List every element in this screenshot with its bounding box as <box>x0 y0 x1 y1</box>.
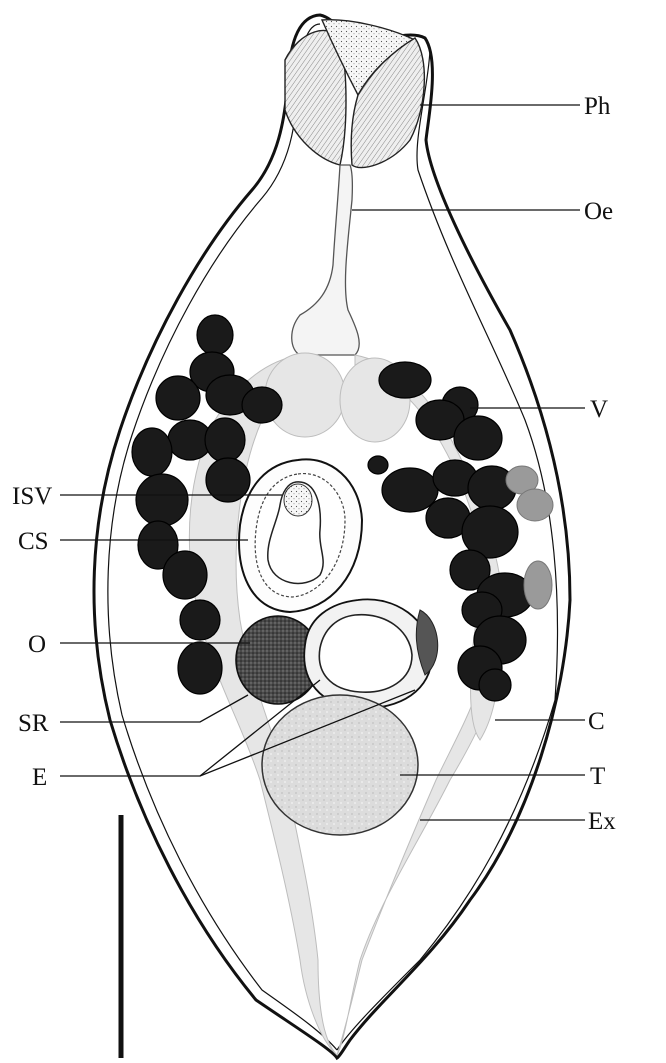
label-excretory-vesicle: Ex <box>588 808 616 835</box>
testis <box>262 695 418 835</box>
label-cirrus-sac: CS <box>18 528 49 555</box>
label-ovary: O <box>28 631 46 658</box>
eggs <box>304 599 437 708</box>
label-seminal-receptacle: SR <box>18 710 49 737</box>
label-pharynx: Ph <box>584 93 611 120</box>
cirrus-sac <box>239 459 362 612</box>
label-caeca: C <box>588 708 605 735</box>
pharynx <box>285 20 424 168</box>
label-internal-seminal-vesicle: ISV <box>12 483 52 510</box>
label-eggs: E <box>32 764 47 791</box>
oesophagus <box>292 165 359 355</box>
label-testis: T <box>590 763 605 790</box>
label-oesophagus: Oe <box>584 198 613 225</box>
label-vitellaria: V <box>590 396 608 423</box>
